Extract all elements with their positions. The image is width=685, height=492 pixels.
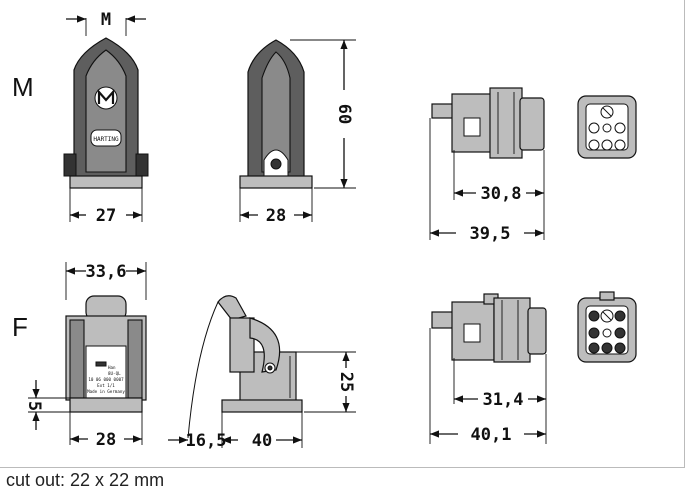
m-insert-face-view — [577, 95, 637, 159]
product-label: Han 8U-QL 10 06 000 0007 Ext 1/1 Made in… — [87, 365, 125, 394]
f-housing-side-view — [187, 295, 303, 439]
f-insert-side-view — [431, 293, 547, 363]
m-hood-front-view: M HARTING — [63, 10, 149, 189]
label-line-4: Ext 1/1 — [97, 383, 115, 388]
dim-f-left-offset: 5 — [24, 401, 44, 411]
f-insert-face-view — [577, 291, 637, 363]
m-insert-side-view — [431, 87, 545, 159]
label-line-3: 10 06 000 0007 — [88, 377, 124, 382]
dim-m-front-width: 27 — [96, 206, 116, 226]
label-line-2: 8U-QL — [108, 371, 121, 376]
row-label-f: F — [12, 312, 28, 342]
dim-f-top-width: 33,6 — [86, 262, 127, 282]
dim-f-insert-long: 40,1 — [471, 425, 512, 445]
hood-logo: HARTING — [93, 136, 119, 143]
f-housing-front-view: Han 8U-QL 10 06 000 0007 Ext 1/1 Made in… — [65, 295, 147, 413]
dim-m-insert-long: 39,5 — [470, 224, 511, 244]
dim-m-width: M — [101, 10, 111, 30]
dim-f-side-offset: 16,5 — [186, 431, 227, 451]
dim-f-insert-short: 31,4 — [483, 390, 524, 410]
row-label-m: M — [12, 72, 34, 102]
m-hood-side-view — [239, 39, 313, 189]
dim-f-height: 25 — [336, 372, 356, 392]
label-line-5: Made in Germany — [87, 389, 125, 394]
dim-f-front-width: 28 — [96, 430, 116, 450]
dim-m-insert-short: 30,8 — [481, 184, 522, 204]
label-line-1: Han — [108, 365, 116, 370]
cutout-caption: cut out: 22 x 22 mm — [6, 470, 165, 490]
technical-drawing: M F M HARTING 27 28 60 — [0, 0, 685, 468]
dim-m-side-width: 28 — [266, 206, 286, 226]
drawing-canvas: M F M HARTING 27 28 60 — [12, 10, 637, 451]
dim-f-side-width: 40 — [252, 431, 272, 451]
dim-m-height: 60 — [334, 104, 354, 124]
